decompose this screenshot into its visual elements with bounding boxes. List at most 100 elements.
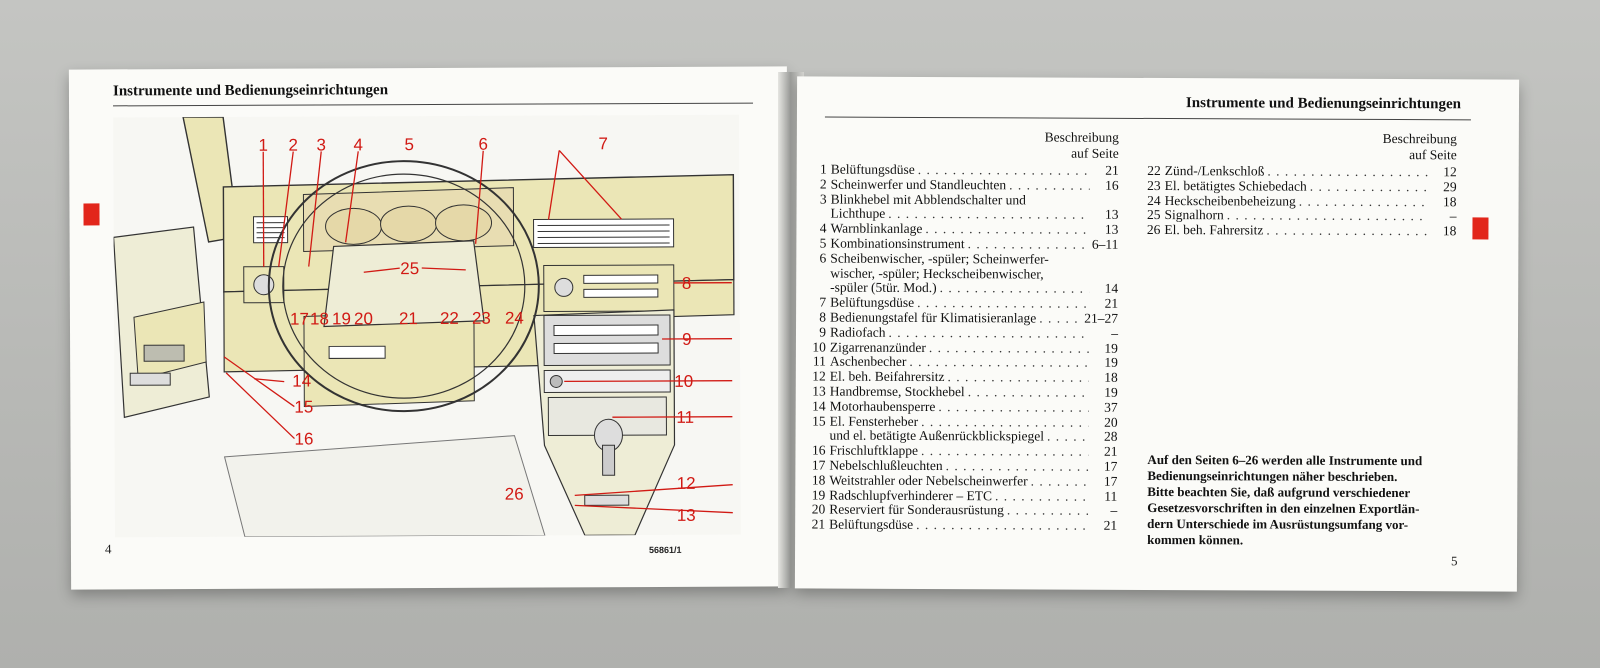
toc-entry-page: 21	[1105, 162, 1119, 178]
toc-leader-dots	[946, 459, 1089, 474]
toc-leader-dots	[1009, 178, 1090, 193]
toc-entry-page: 11	[1104, 488, 1118, 504]
toc-leader-dots	[888, 326, 1089, 342]
toc-entry-label: Scheinwerfer und Standleuchten	[830, 176, 1007, 193]
toc-entry-label: Kombinationsinstrument	[830, 235, 965, 252]
callout-16: 16	[294, 430, 313, 449]
left-page: Instrumente und Bedienungseinrichtungen	[68, 66, 790, 590]
toc-entry-label: Nebelschlußleuchten	[829, 457, 943, 474]
callout-15: 15	[294, 398, 313, 417]
toc-leader-dots	[1031, 474, 1089, 489]
right-page-title: Instrumente und Bedienungseinrichtungen	[1185, 95, 1462, 113]
toc-leader-dots	[1007, 504, 1088, 519]
toc-entry-label: Lichthupe	[830, 205, 886, 222]
callout-12: 12	[677, 474, 696, 493]
callout-21: 21	[399, 309, 418, 328]
toc-entry-label: Belüftungsdüse	[829, 516, 914, 533]
left-column-header: Beschreibung auf Seite	[1044, 129, 1119, 161]
toc-entry-page: 19	[1104, 340, 1118, 356]
toc-entry-page: 12	[1443, 164, 1457, 180]
toc-leader-dots	[968, 385, 1089, 400]
toc-entry-number: 13	[812, 383, 826, 399]
callout-11: 11	[676, 408, 694, 427]
toc-entry-label: El. betätigtes Schiebedach	[1164, 177, 1307, 194]
toc-entry-page: 21	[1103, 517, 1118, 533]
toc-entry-label: Belüftungsdüse	[830, 294, 915, 311]
toc-entry-number: 14	[812, 398, 826, 414]
toc-entry-number: 9	[819, 324, 827, 340]
callout-17: 17	[290, 310, 309, 329]
toc-entry-page: 21	[1103, 443, 1118, 459]
right-page: Instrumente und Bedienungseinrichtungen …	[794, 76, 1520, 592]
right-section-marker	[1472, 217, 1489, 240]
toc-leader-dots	[968, 237, 1089, 252]
toc-entry-label: El. beh. Fahrersitz	[1164, 222, 1264, 238]
toc-leader-dots	[916, 518, 1088, 534]
toc-entry-number: 5	[819, 235, 827, 251]
callout-18: 18	[310, 309, 329, 328]
left-page-title: Instrumente und Bedienungseinrichtungen	[112, 82, 389, 100]
toc-entry-number: 10	[812, 339, 826, 355]
toc-entry-number: 12	[812, 368, 826, 384]
toc-entry-page: 14	[1104, 281, 1119, 297]
toc-entry-number: 21	[811, 516, 826, 532]
left-page-number: 4	[104, 541, 112, 557]
toc-entry-number: 1	[819, 161, 827, 177]
callout-8: 8	[682, 274, 692, 293]
figure-code: 56861/1	[648, 544, 682, 556]
toc-entry-number: 23	[1147, 177, 1161, 193]
callout-13: 13	[677, 506, 696, 525]
toc-entry-page: 17	[1103, 473, 1118, 489]
toc-entry-label: Zünd-/Lenkschloß	[1164, 163, 1265, 179]
toc-leader-dots	[1266, 224, 1427, 239]
toc-left-column: 1Belüftungsdüse212Scheinwerfer und Stand…	[809, 162, 1119, 533]
toc-entry-page: 18	[1104, 369, 1118, 385]
toc-leader-dots	[921, 444, 1089, 460]
toc-entry-page: 18	[1443, 193, 1457, 209]
callout-14: 14	[292, 372, 311, 391]
toc-entry-number: 6	[819, 250, 827, 266]
toc-leader-dots	[995, 489, 1088, 504]
toc-entry-number: 2	[819, 176, 827, 192]
toc-entry-label: Frischluftklappe	[829, 442, 919, 459]
dashboard-illustration: 1 2 3 4 5 6 7 8 9 10 11 12 13 14 15 16 1…	[113, 114, 741, 538]
toc-entry-number: 7	[819, 294, 827, 310]
toc-leader-dots	[947, 370, 1088, 385]
right-column-header: Beschreibung auf Seite	[1382, 130, 1457, 163]
callout-6: 6	[478, 135, 488, 154]
toc-entry-label: Weitstrahler oder Nebelscheinwerfer	[829, 472, 1028, 489]
toc-entry-page: 19	[1104, 355, 1118, 371]
note-paragraph: Auf den Seiten 6–26 werden alle Instrume…	[1147, 451, 1423, 548]
callout-26: 26	[505, 485, 524, 504]
toc-leader-dots	[940, 281, 1090, 296]
toc-entry-page: 29	[1443, 179, 1457, 195]
right-header-rule	[824, 116, 1471, 121]
callout-20: 20	[354, 309, 373, 328]
toc-entry-number: 26	[1146, 222, 1161, 238]
toc-entry-page: 16	[1105, 177, 1119, 193]
callout-22: 22	[440, 309, 459, 328]
callout-23: 23	[472, 309, 491, 328]
toc-entry-number: 16	[811, 442, 826, 458]
toc-entry-page: 17	[1103, 458, 1118, 474]
toc-entry-number: 11	[812, 353, 826, 369]
toc-leader-dots	[929, 341, 1089, 356]
toc-entry-page: 19	[1104, 384, 1118, 400]
toc-entry-page: 13	[1104, 207, 1119, 223]
toc-entry-page: 21	[1104, 295, 1119, 312]
toc-entry-number: 4	[819, 220, 827, 236]
toc-entry-label: Belüftungsdüse	[830, 161, 915, 177]
toc-entry-page: –	[1449, 208, 1457, 224]
callout-5: 5	[404, 135, 414, 154]
toc-leader-dots	[1039, 311, 1081, 326]
toc-leader-dots	[1299, 194, 1428, 209]
left-header-rule	[113, 102, 754, 107]
toc-entry-label: Radiofach	[829, 324, 886, 340]
callout-24: 24	[505, 309, 524, 328]
callout-2: 2	[288, 136, 298, 155]
toc-leader-dots	[1047, 430, 1089, 445]
toc-entry-label: Motorhaubensperre	[829, 398, 936, 414]
toc-entry-number: 24	[1147, 192, 1161, 208]
callout-9: 9	[682, 330, 692, 349]
